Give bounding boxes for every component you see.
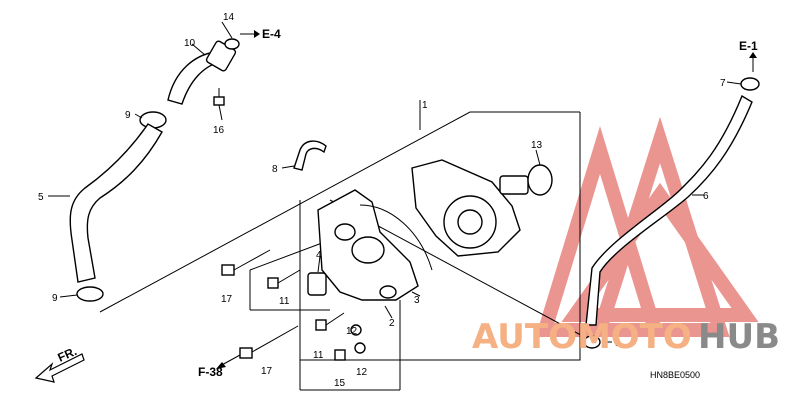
callout-8: 8 [272, 164, 278, 175]
callout-14: 14 [223, 12, 235, 23]
callout-7-lower: 7 [614, 338, 620, 349]
callout-5: 5 [38, 192, 44, 203]
thermostat-4 [307, 272, 327, 296]
callout-6: 6 [703, 191, 709, 202]
callout-15: 15 [334, 378, 346, 389]
diagram-code: HN8BE0500 [650, 370, 700, 380]
callout-16: 16 [213, 125, 225, 136]
pipe-8 [293, 140, 327, 171]
callout-9-upper: 9 [125, 110, 131, 121]
callout-17-lower: 17 [261, 366, 273, 377]
callout-9-lower: 9 [52, 293, 58, 304]
leader-lines [48, 21, 742, 343]
svg-text:AUTOMOTO: AUTOMOTO [472, 317, 692, 357]
callout-4: 4 [316, 250, 322, 261]
bolt-11-lower [315, 312, 345, 331]
callout-13: 13 [531, 140, 543, 151]
bolt-11-upper [267, 269, 301, 289]
washer-12-upper [350, 324, 362, 336]
bolt-15 [334, 349, 346, 361]
o-ring-13 [527, 164, 553, 196]
ref-e1: E-1 [739, 39, 758, 72]
front-arrow: FR. [34, 344, 85, 383]
callout-11-upper: 11 [279, 296, 290, 307]
hose-6 [585, 94, 753, 326]
bolt-17-upper [221, 249, 271, 276]
callouts: 1 2 3 4 5 6 7 7 8 9 9 10 11 11 12 12 13 … [38, 12, 726, 389]
callout-1: 1 [422, 100, 428, 111]
callout-2: 2 [389, 318, 395, 329]
pump-cover-2 [317, 189, 433, 301]
clamp-9-lower [76, 286, 104, 302]
callout-7-upper: 7 [720, 78, 726, 89]
watermark-text: AUTOMOTO HUB [472, 317, 780, 357]
svg-text:E-1: E-1 [739, 39, 758, 53]
assembly-bracket [99, 100, 591, 391]
bolt-17-lower [239, 325, 299, 359]
svg-text:HUB: HUB [698, 317, 780, 357]
svg-text:E-4: E-4 [262, 27, 281, 41]
o-ring-14 [224, 38, 240, 50]
bolt-16 [213, 88, 225, 106]
clamp-9-upper [139, 111, 167, 129]
pump-body [411, 159, 529, 257]
clamp-7-lower [583, 335, 601, 349]
clamp-7-upper [740, 77, 760, 91]
callout-17-upper: 17 [221, 294, 233, 305]
callout-10: 10 [184, 38, 196, 49]
ref-e4: E-4 [240, 27, 281, 41]
callout-11-lower: 11 [313, 350, 324, 361]
callout-12-upper: 12 [346, 326, 358, 337]
washer-12-lower [354, 342, 366, 354]
svg-text:F-38: F-38 [198, 365, 223, 379]
hose-5 [69, 123, 163, 283]
callout-3: 3 [414, 295, 420, 306]
hose-10 [167, 40, 237, 105]
callout-12-lower: 12 [356, 367, 368, 378]
ref-f38: F-38 [198, 354, 241, 379]
